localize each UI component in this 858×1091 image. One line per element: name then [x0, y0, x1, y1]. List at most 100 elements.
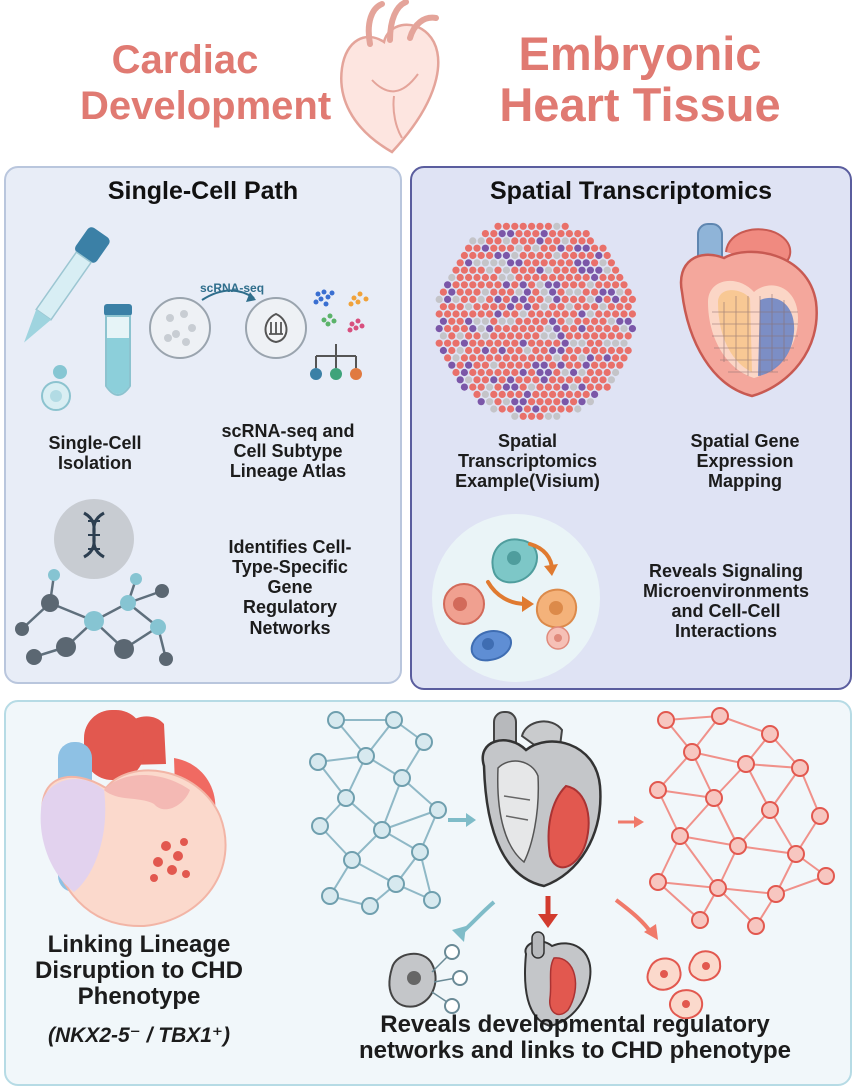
visium-spot	[586, 295, 594, 303]
visium-spot	[595, 281, 603, 289]
visium-spot	[456, 303, 464, 311]
visium-spot	[439, 303, 447, 311]
visium-spot	[511, 339, 519, 347]
visium-spot	[540, 259, 548, 267]
visium-spot	[557, 244, 565, 252]
visium-spot	[519, 325, 527, 333]
visium-spot	[628, 325, 636, 333]
visium-spot	[582, 332, 590, 340]
visium-spot	[612, 266, 620, 274]
visium-spot	[595, 368, 603, 377]
visium-spot	[490, 230, 498, 238]
visium-spot	[549, 259, 557, 267]
visium-spot	[486, 295, 494, 303]
visium-spot	[490, 259, 498, 267]
visium-spot	[591, 273, 599, 282]
visium-spot	[620, 281, 628, 289]
visium-spot	[435, 310, 443, 318]
visium-spot	[481, 288, 489, 296]
visium-spot	[532, 288, 540, 296]
visium-spot	[536, 295, 544, 303]
visium-spot	[561, 295, 569, 303]
visium-spot	[465, 244, 473, 252]
visium-spot	[469, 251, 477, 260]
visium-spot	[523, 361, 531, 369]
visium-spot	[595, 310, 603, 318]
teal-network-node	[411, 843, 429, 861]
teal-network-edge	[381, 777, 403, 831]
visium-spot	[553, 281, 561, 289]
visium-spot	[565, 317, 573, 325]
visium-spot	[515, 288, 523, 296]
visium-spot	[528, 368, 536, 377]
visium-spot	[557, 259, 565, 267]
visium-spot	[586, 310, 594, 318]
visium-spot	[570, 295, 578, 303]
visium-spot	[490, 273, 498, 282]
visium-spot	[460, 383, 468, 391]
red-network-node	[711, 707, 729, 725]
visium-spot	[494, 251, 502, 260]
visium-spot	[565, 273, 573, 282]
visium-spot	[511, 251, 519, 260]
visium-spot	[494, 354, 502, 362]
visium-spot	[494, 281, 502, 289]
visium-spot	[494, 368, 502, 377]
visium-spot	[444, 295, 452, 303]
visium-spot	[582, 317, 590, 325]
visium-spot	[561, 339, 569, 347]
visium-spot	[544, 412, 552, 420]
visium-spot	[582, 244, 590, 252]
visium-spot	[502, 383, 510, 391]
visium-spot	[511, 237, 519, 245]
visium-spot	[620, 325, 628, 333]
visium-spot	[540, 273, 548, 282]
visium-spot	[469, 383, 477, 391]
visium-spot	[582, 288, 590, 296]
visium-spot	[507, 346, 515, 355]
visium-spot	[444, 281, 452, 289]
visium-spot	[532, 361, 540, 369]
visium-spot	[452, 310, 460, 318]
visium-spot	[435, 325, 443, 333]
visium-spot	[544, 222, 552, 230]
visium-spot	[595, 251, 603, 260]
red-network-node	[767, 885, 785, 903]
visium-spot	[603, 325, 611, 333]
visium-spot	[494, 383, 502, 391]
red-network-edge	[657, 881, 701, 921]
visium-spot	[603, 368, 611, 377]
visium-spot	[465, 346, 473, 355]
visium-spot	[549, 361, 557, 369]
visium-spot	[469, 339, 477, 347]
visium-spot	[591, 376, 599, 384]
visium-spot	[607, 361, 615, 369]
visium-spot	[456, 273, 464, 282]
visium-spot	[607, 317, 615, 325]
visium-spot	[452, 339, 460, 347]
visium-spot	[616, 288, 624, 296]
visium-spot-map	[435, 222, 636, 420]
visium-spot	[502, 222, 510, 230]
visium-spot	[612, 310, 620, 318]
visium-spot	[553, 354, 561, 362]
visium-spot	[595, 325, 603, 333]
visium-spot	[612, 325, 620, 333]
visium-spot	[507, 317, 515, 325]
visium-spot	[528, 398, 536, 406]
visium-spot	[561, 281, 569, 289]
visium-spot	[565, 230, 573, 238]
visium-spot	[553, 339, 561, 347]
visium-spot	[561, 310, 569, 318]
visium-spot	[519, 310, 527, 318]
red-network-edge	[679, 835, 719, 889]
visium-spot	[612, 281, 620, 289]
visium-spot	[519, 412, 527, 420]
visium-spot	[578, 266, 586, 274]
visium-spot	[565, 376, 573, 384]
visium-spot	[456, 288, 464, 296]
teal-network-node	[343, 851, 361, 869]
visium-spot	[616, 273, 624, 282]
teal-network-node	[311, 817, 329, 835]
visium-spot	[523, 303, 531, 311]
